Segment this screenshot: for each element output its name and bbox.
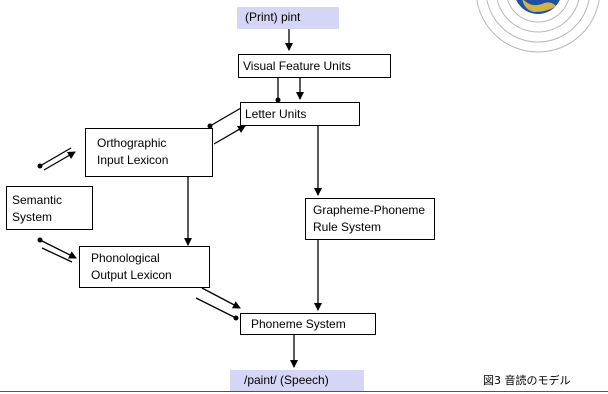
arrow-phono-to-phoneme-upper xyxy=(201,287,241,309)
figure-caption: 図3 音読のモデル xyxy=(483,374,571,387)
node-visual-feature-units: Visual Feature Units xyxy=(238,54,391,78)
node-grapheme-phoneme-rule-system: Grapheme-Phoneme Rule System xyxy=(305,198,435,240)
arrow-semantic-to-phono xyxy=(39,239,77,259)
node-phoneme-system: Phoneme System xyxy=(240,313,376,335)
node-semantic-system: Semantic System xyxy=(6,186,93,230)
node-phonological-output-lexicon: Phonological Output Lexicon xyxy=(79,246,210,288)
output-speech-label: /paint/ (Speech) xyxy=(230,370,364,391)
arrow-ortho-to-letter xyxy=(213,125,246,145)
arrow-phono-to-semantic xyxy=(41,247,73,263)
input-print-label: (Print) pint xyxy=(237,7,339,29)
footer-divider xyxy=(0,391,608,392)
dot-phono-to-phoneme xyxy=(233,315,239,321)
node-letter-units: Letter Units xyxy=(240,102,360,126)
dot-semantic-to-phono xyxy=(37,237,43,243)
arrow-ortho-to-semantic xyxy=(39,147,72,167)
arrow-letter-to-ortho xyxy=(209,107,242,127)
arrow-phono-to-phoneme-lower xyxy=(195,297,237,319)
dot-letter-to-ortho xyxy=(207,123,213,129)
arrow-semantic-to-ortho xyxy=(43,151,76,171)
concentric-circles-logo-icon xyxy=(476,0,600,53)
dot-visual-letter xyxy=(275,97,281,103)
node-orthographic-input-lexicon: Orthographic Input Lexicon xyxy=(85,128,213,177)
dot-ortho-to-semantic xyxy=(37,163,43,169)
